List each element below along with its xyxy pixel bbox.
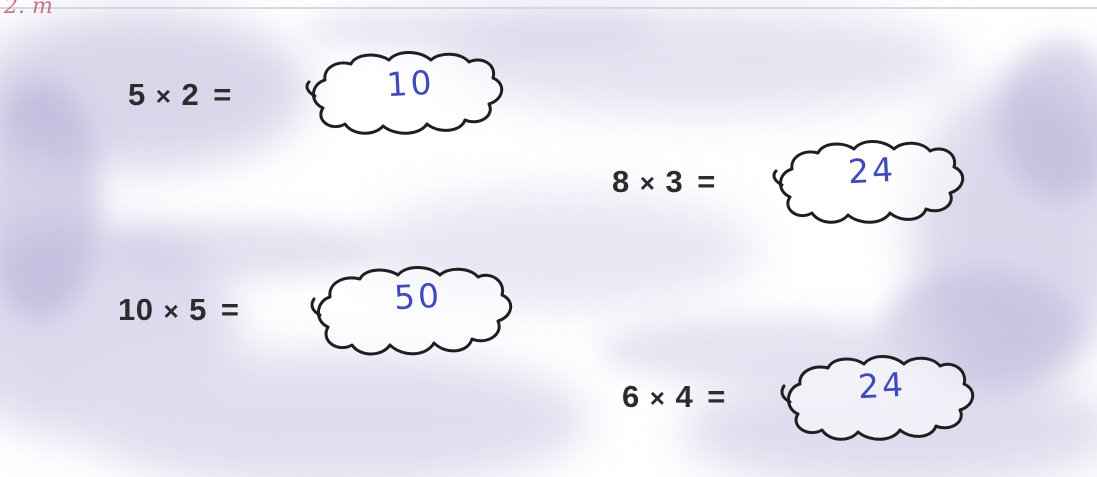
- factor-b: 5: [189, 292, 207, 327]
- factor-a: 6: [622, 379, 640, 414]
- answer-cloud-1[interactable]: 10: [303, 50, 518, 140]
- factor-a: 5: [128, 77, 146, 112]
- factor-b: 3: [665, 164, 684, 199]
- equals-sign: =: [697, 164, 716, 199]
- times-sign: ×: [163, 296, 180, 326]
- corner-handwritten-mark: 2. m: [4, 0, 53, 19]
- factor-b: 2: [181, 77, 200, 112]
- times-sign: ×: [649, 383, 666, 413]
- answer-cloud-2[interactable]: 24: [772, 137, 972, 227]
- times-sign: ×: [639, 168, 656, 198]
- times-sign: ×: [155, 81, 172, 111]
- cloud-outline-icon: [310, 266, 513, 356]
- factor-a: 8: [612, 164, 630, 199]
- problem-1: 5 × 2 = 10: [128, 50, 528, 140]
- equation-1: 5 × 2 =: [128, 77, 232, 113]
- cloud-outline-icon: [305, 51, 504, 135]
- answer-cloud-4[interactable]: 24: [780, 352, 984, 444]
- problem-2: 8 × 3 = 24: [612, 137, 972, 227]
- cloud-outline-icon: [772, 140, 965, 224]
- problem-4: 6 × 4 = 24: [622, 352, 984, 442]
- equals-sign: =: [220, 292, 240, 327]
- problem-3: 10×5= 50: [118, 265, 538, 356]
- equals-sign: =: [707, 379, 726, 414]
- factor-a: 10: [118, 292, 154, 327]
- cloud-outline-icon: [780, 355, 975, 441]
- equation-4: 6 × 4 =: [622, 379, 726, 415]
- equation-2: 8 × 3 =: [612, 164, 716, 200]
- equation-3: 10 × 5 =: [118, 292, 240, 328]
- answer-cloud-3[interactable]: 50: [308, 265, 528, 360]
- page-top-edge: [0, 7, 1097, 9]
- equals-sign: =: [213, 77, 232, 112]
- factor-b: 4: [675, 379, 694, 414]
